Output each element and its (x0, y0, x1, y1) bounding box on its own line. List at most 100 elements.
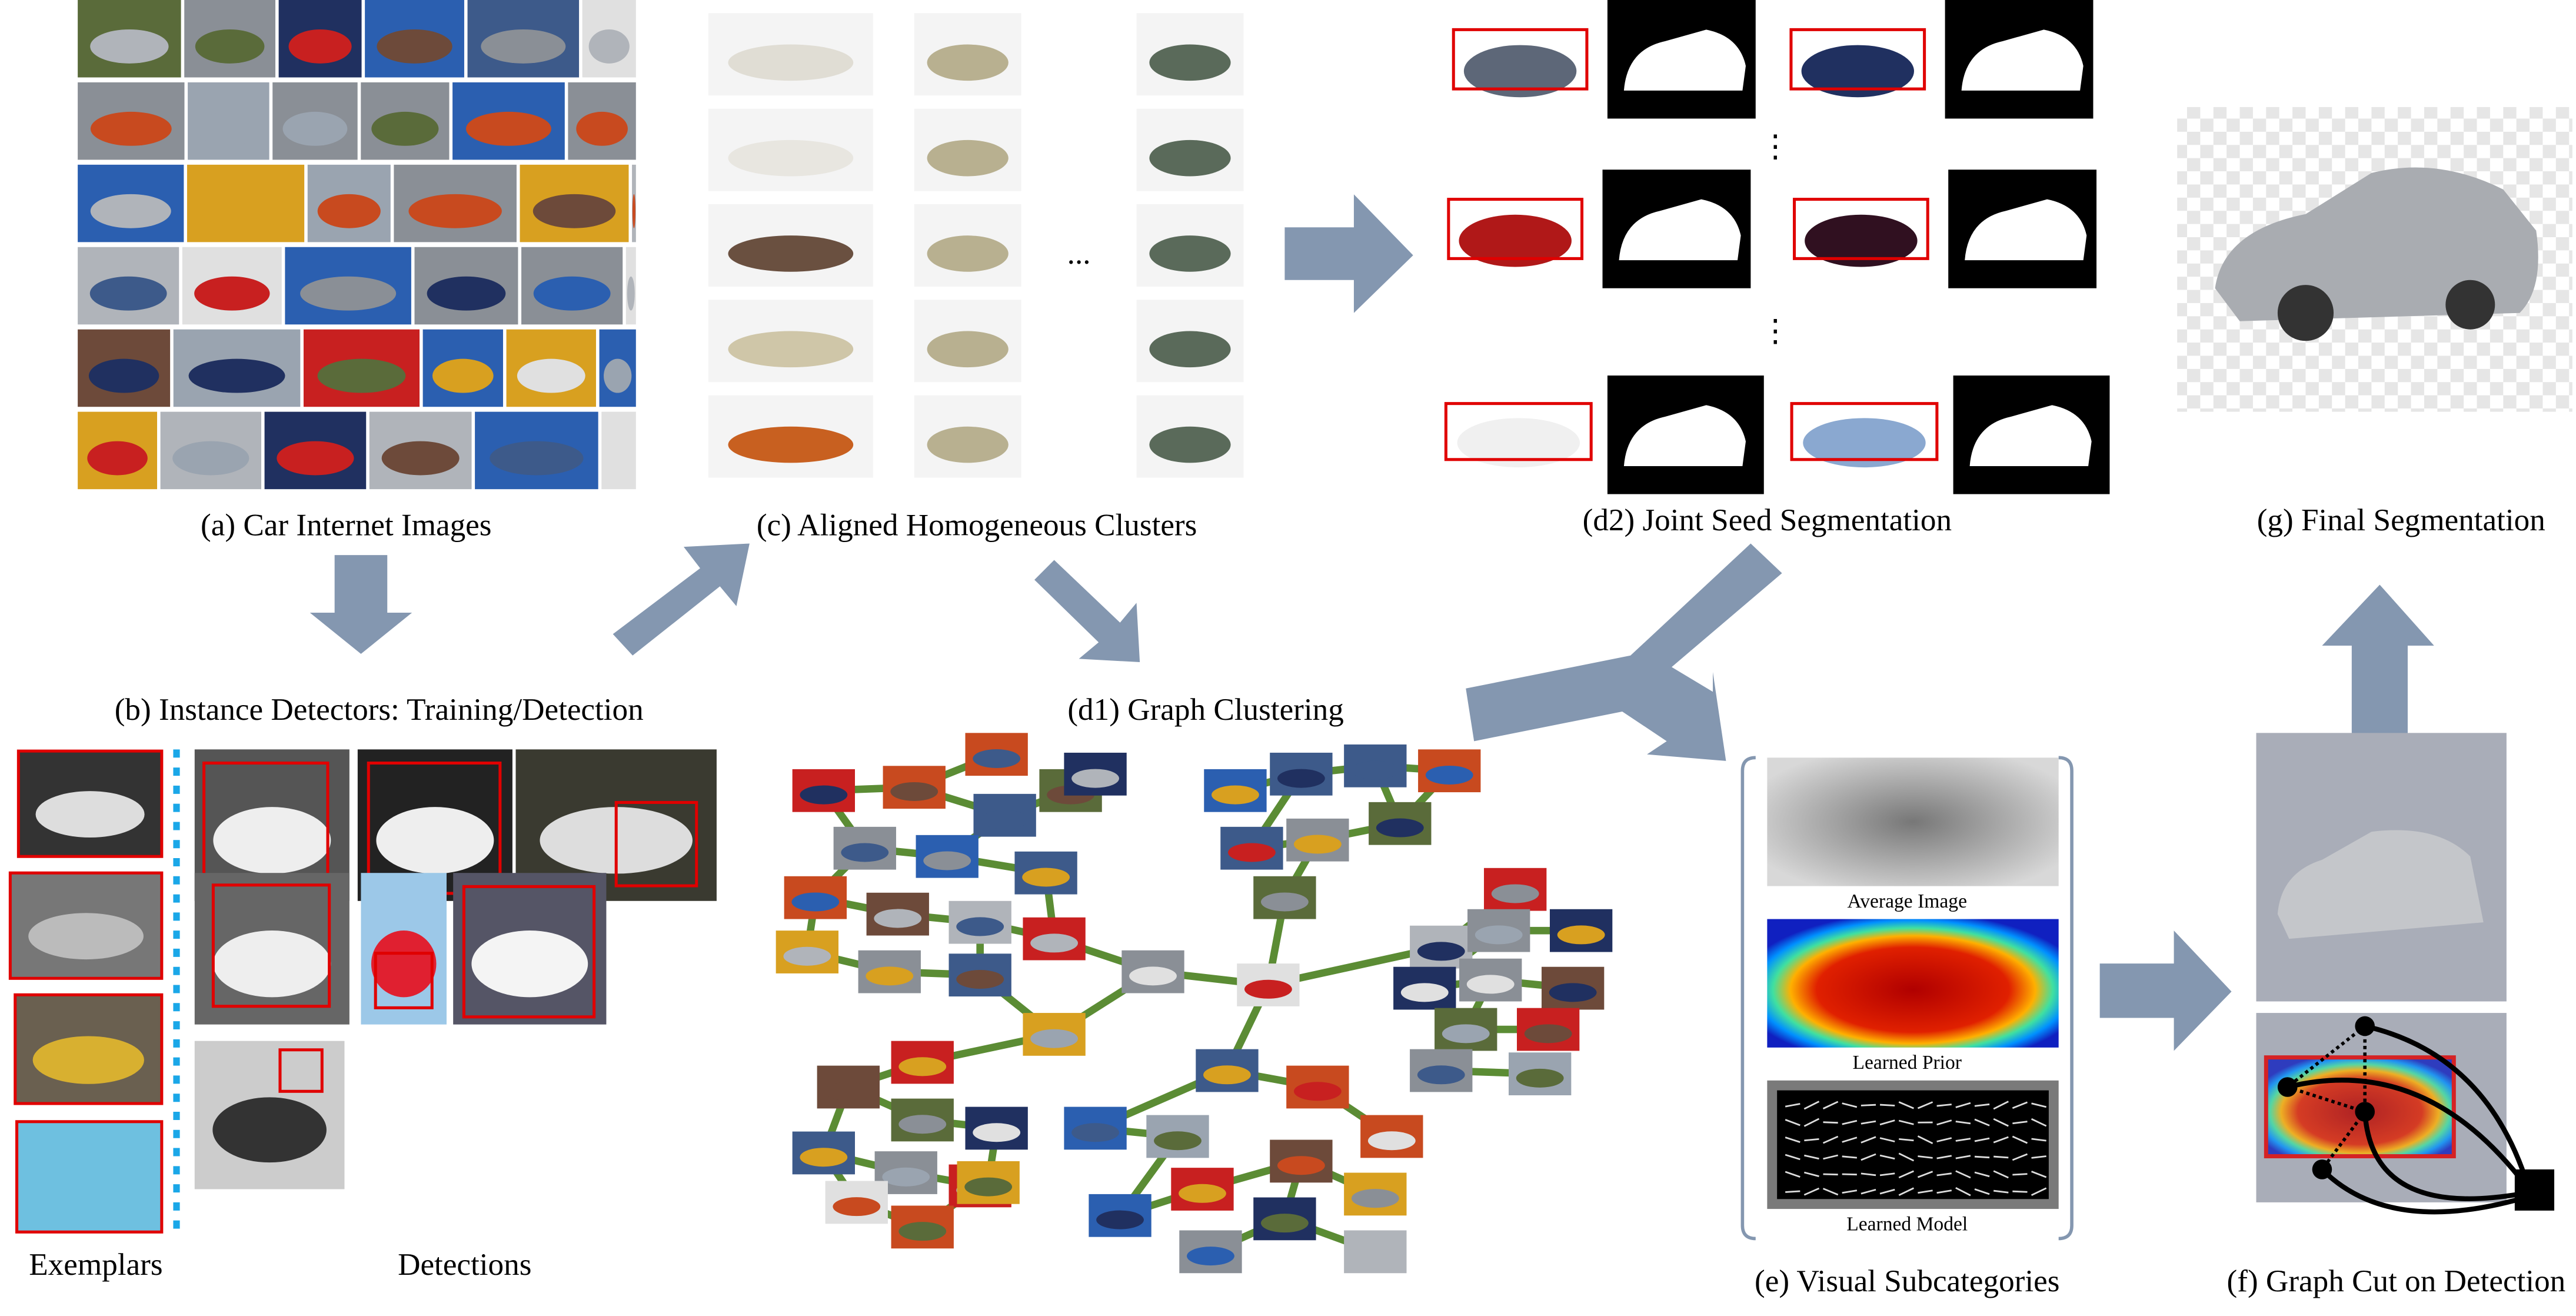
image-tile (15, 1120, 164, 1234)
car-shape (376, 807, 494, 874)
car-shape (964, 1177, 1013, 1197)
hog-cell (1974, 1155, 1990, 1159)
car-shape (1293, 835, 1342, 854)
car-shape (213, 930, 331, 998)
hog-cell (1822, 1135, 1839, 1144)
detection-box (1793, 198, 1929, 260)
hog-cell (1993, 1136, 2009, 1144)
image-tile (1064, 1106, 1127, 1150)
image-tile (1360, 1115, 1423, 1158)
hog-cell (1879, 1154, 1895, 1160)
car-shape (300, 276, 397, 311)
image-tile (475, 411, 598, 490)
car-shape (1030, 933, 1079, 953)
car-shape (1459, 214, 1572, 267)
car-shape (866, 966, 914, 986)
arrow-a-to-b (309, 555, 412, 654)
image-tile (957, 1161, 1020, 1204)
visual-subcategories-panel (1740, 756, 2074, 1241)
image-tile (272, 82, 358, 160)
hog-cell (1842, 1119, 1858, 1125)
car-shape (833, 1197, 881, 1217)
hog-cell (1804, 1154, 1819, 1160)
detection-box (614, 800, 698, 888)
image-tile (361, 82, 450, 160)
image-tile (1369, 802, 1432, 845)
hog-cell (1785, 1154, 1800, 1161)
image-tile (833, 826, 896, 870)
caption-d2: (d2) Joint Seed Segmentation (1583, 503, 1952, 537)
image-tile (1446, 0, 1595, 119)
car-shape (517, 358, 585, 393)
image-tile (1441, 170, 1590, 288)
image-tile (1467, 909, 1530, 952)
image-tile (8, 871, 164, 980)
final-segmentation-image (2177, 107, 2572, 412)
learned-prior-label: Learned Prior (1852, 1052, 1962, 1074)
graph-clustering (776, 733, 1613, 1274)
car-shape (1187, 1247, 1234, 1266)
image-tile (1437, 375, 1599, 488)
car-shape (1475, 925, 1523, 945)
graph-node (2312, 1159, 2332, 1179)
car-shape (898, 1115, 947, 1134)
image-tile (78, 411, 158, 490)
car-shape (87, 441, 148, 476)
image-tile (914, 108, 1021, 191)
image-tile (361, 873, 447, 1025)
image-tile (78, 329, 171, 407)
car-shape (32, 1036, 144, 1084)
image-tile (285, 247, 411, 325)
car-internet-images-grid (78, 0, 636, 490)
hog-cell (1974, 1188, 1990, 1195)
image-tile (914, 300, 1021, 383)
image-tile (973, 793, 1036, 837)
car-shape (604, 358, 632, 393)
image-tile (582, 0, 636, 78)
image-tile (365, 0, 464, 78)
image-tile (1344, 744, 1407, 787)
hog-cell (1803, 1187, 1820, 1196)
car-shape (927, 44, 1009, 81)
car-shape (465, 111, 551, 146)
car-shape (728, 331, 854, 368)
car-shape (927, 235, 1009, 272)
hog-cell (1918, 1155, 1933, 1159)
car-shape (1351, 1247, 1399, 1266)
car-shape (898, 1057, 947, 1076)
image-tile (1014, 851, 1077, 895)
detection-box (16, 749, 164, 858)
image-tile (1171, 1168, 1234, 1211)
hog-cell (1955, 1187, 1971, 1197)
image-tile (1286, 818, 1349, 862)
car-shape (408, 194, 502, 228)
image-tile (1783, 0, 1932, 119)
image-tile (1783, 375, 1945, 488)
image-tile (965, 1106, 1028, 1150)
car-shape (432, 358, 494, 393)
car-shape (1805, 214, 1918, 267)
car-shape (427, 276, 506, 311)
flow-arrows (309, 194, 2434, 1051)
image-tile (708, 13, 873, 96)
caption-a: (a) Car Internet Images (201, 508, 491, 543)
hog-cell (1861, 1172, 1876, 1177)
car-shape (1149, 426, 1231, 463)
car-shape (532, 194, 616, 228)
hog-cell (1898, 1152, 1915, 1162)
car-shape (197, 111, 259, 146)
image-tile (278, 0, 362, 78)
image-tile (194, 1041, 345, 1189)
hog-cell (1955, 1155, 1971, 1159)
hog-cell (2031, 1118, 2047, 1127)
car-shape (377, 29, 452, 64)
image-tile (601, 411, 636, 490)
image-tile (1418, 749, 1481, 793)
car-shape (890, 782, 938, 801)
car-shape (1491, 884, 1539, 903)
image-tile (914, 13, 1021, 96)
car-shape (371, 930, 437, 998)
hog-cell (1898, 1101, 1914, 1109)
learned-prior-image (1767, 919, 2059, 1048)
car-shape (1228, 843, 1276, 862)
